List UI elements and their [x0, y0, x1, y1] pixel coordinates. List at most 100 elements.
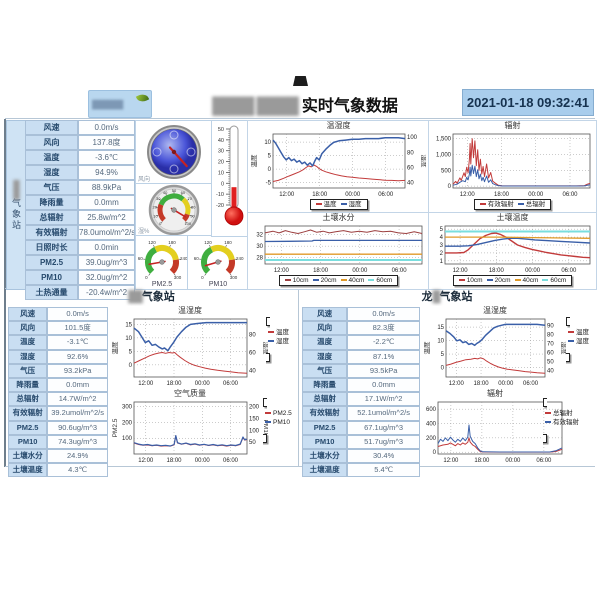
- svg-text:180: 180: [224, 240, 232, 245]
- svg-text:40: 40: [249, 369, 256, 375]
- svg-text:18:00: 18:00: [313, 268, 329, 274]
- row-label: 气压: [25, 180, 79, 195]
- svg-text:40: 40: [163, 190, 168, 195]
- svg-text:120: 120: [204, 240, 212, 245]
- svg-text:50: 50: [172, 188, 177, 193]
- svg-text:100: 100: [122, 436, 133, 442]
- svg-text:30: 30: [218, 149, 224, 155]
- datetime-display: 2021-01-18 09:32:41: [462, 89, 594, 116]
- chart-title: 土壤温度: [496, 213, 529, 222]
- svg-text:10: 10: [264, 140, 271, 146]
- row-value: 14.7W/m^2: [47, 392, 108, 407]
- svg-text:10: 10: [218, 170, 224, 176]
- row-value: 39.0ug/m^3: [78, 255, 135, 270]
- row-label: 土热通量: [25, 285, 79, 300]
- svg-text:12:00: 12:00: [138, 381, 154, 387]
- chart-legend: 温度湿度: [566, 310, 591, 364]
- table-row: 温度-2.2℃: [302, 335, 420, 350]
- svg-text:32: 32: [256, 233, 263, 239]
- svg-text:400: 400: [426, 422, 437, 428]
- chart-title: 温湿度: [178, 306, 202, 315]
- row-value: 82.3度: [347, 321, 420, 336]
- svg-text:温度: 温度: [112, 341, 119, 355]
- svg-text:240: 240: [180, 256, 188, 261]
- row-value: 5.4℃: [347, 463, 420, 478]
- svg-text:00:00: 00:00: [195, 458, 211, 464]
- table-row: 土热通量-20.4w/m^2: [25, 285, 135, 300]
- row-label: 土壤温度: [302, 463, 348, 478]
- row-value: 0.0mm: [78, 195, 135, 210]
- table-row: 温度-3.1℃: [8, 335, 108, 350]
- svg-text:PM2.5: PM2.5: [112, 418, 119, 437]
- svg-text:18:00: 18:00: [312, 192, 328, 198]
- svg-text:40: 40: [547, 369, 554, 375]
- row-value: 52.1umol/m^2/s: [347, 406, 420, 421]
- legend-item: 湿度: [268, 337, 289, 346]
- svg-text:12:00: 12:00: [453, 268, 469, 274]
- row-label: 风向: [25, 135, 79, 150]
- row-label: 风速: [8, 307, 48, 322]
- left-border: [4, 119, 6, 467]
- redacted-title-prefix: ████ ████: [212, 98, 299, 115]
- row-value: -3.6℃: [78, 150, 135, 165]
- row-value: 0.0m/s: [347, 307, 420, 322]
- svg-text:5: 5: [440, 227, 444, 233]
- chart-title: 空气质量: [174, 389, 206, 398]
- station-name-blurred: ██: [11, 179, 22, 198]
- row-value: 67.1ug/m^3: [347, 420, 420, 435]
- svg-text:70: 70: [188, 196, 193, 201]
- row-value: 88.9kPa: [78, 180, 135, 195]
- svg-text:0: 0: [201, 275, 204, 280]
- svg-text:18:00: 18:00: [494, 192, 510, 198]
- row-value: 0.0m/s: [78, 120, 135, 135]
- row-label: 降雨量: [302, 378, 348, 393]
- chart-legend: 温度湿度: [266, 310, 291, 364]
- svg-text:00:00: 00:00: [505, 458, 521, 464]
- legend-item: 20cm: [486, 276, 511, 285]
- station-top-vertical-label: ██气象站: [6, 120, 27, 290]
- svg-text:06:00: 06:00: [561, 268, 577, 274]
- legend-item: 湿度: [340, 200, 362, 209]
- svg-text:12:00: 12:00: [274, 268, 290, 274]
- svg-text:300: 300: [230, 275, 238, 280]
- chart-title: 土壤水分: [322, 213, 355, 222]
- row-label: 总辐射: [302, 392, 348, 407]
- svg-text:00:00: 00:00: [528, 192, 544, 198]
- svg-text:10: 10: [153, 213, 158, 218]
- pm10-dial-label: PM10: [208, 281, 228, 288]
- legend-item: 温度: [315, 200, 337, 209]
- svg-text:湿度: 湿度: [560, 342, 566, 356]
- svg-text:4: 4: [440, 235, 444, 241]
- svg-text:12:00: 12:00: [449, 381, 465, 387]
- svg-text:90: 90: [190, 213, 195, 218]
- row-label: 有效辐射: [8, 406, 48, 421]
- row-label: PM2.5: [8, 420, 48, 435]
- svg-text:0: 0: [129, 363, 133, 369]
- svg-text:-10: -10: [216, 192, 224, 198]
- svg-text:15: 15: [437, 325, 444, 331]
- chart-legend: 总辐射有效辐射: [543, 391, 581, 445]
- svg-text:40: 40: [218, 138, 224, 144]
- legend-item: 有效辐射: [545, 418, 579, 427]
